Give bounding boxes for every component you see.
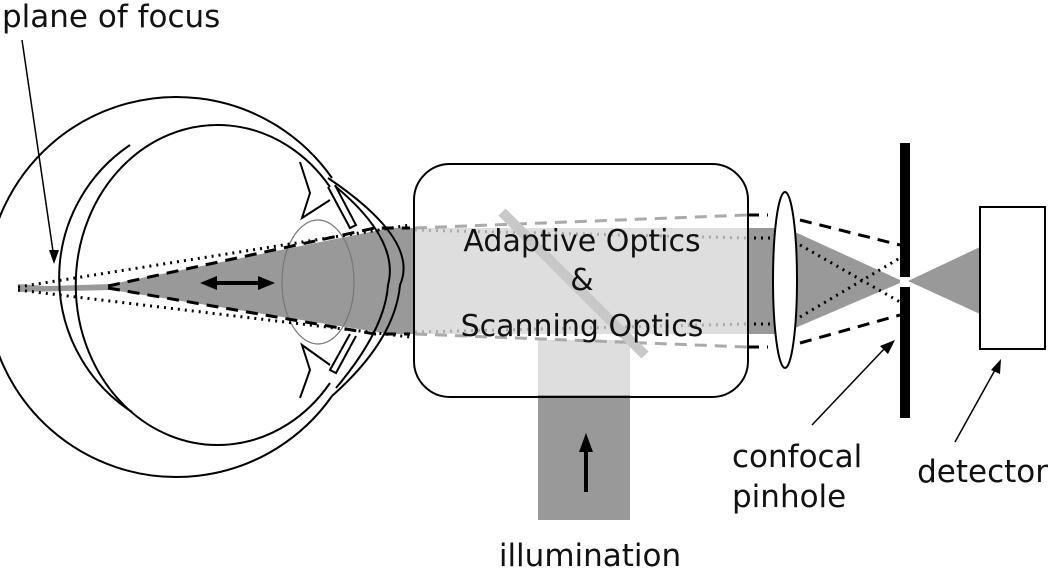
detector-beam <box>908 247 980 314</box>
iris-bottom <box>299 342 331 399</box>
eye-sclera <box>0 96 333 478</box>
detector-label: detector <box>917 454 1048 490</box>
illumination-arrow-icon <box>579 433 593 492</box>
beam-splitter <box>498 208 649 359</box>
dashed-ray-bottom <box>107 286 410 336</box>
dashed-ray-top <box>107 226 410 288</box>
ciliary-bottom <box>328 333 357 375</box>
pinhole-plate-bottom <box>900 287 910 418</box>
ciliary-top <box>327 184 358 230</box>
focus-double-arrow-icon <box>200 276 275 290</box>
pinhole-plate-top <box>900 143 910 277</box>
confocal-pinhole-arrowhead <box>880 340 895 354</box>
ao-label-line2: & <box>570 263 593 298</box>
ao-beam-light <box>415 228 747 334</box>
ao-rays <box>414 213 748 349</box>
plane-of-focus-arrowhead <box>49 250 59 264</box>
illumination-beam-light <box>538 340 630 395</box>
plane-of-focus-pointer <box>21 39 55 259</box>
focusing-lens <box>772 191 798 369</box>
iris-top <box>299 161 331 221</box>
confocal-pinhole-pointer <box>811 347 886 426</box>
cornea-inner <box>334 185 391 389</box>
eye-beam-tip <box>18 284 60 290</box>
ao-label-line1: Adaptive Optics <box>463 224 700 259</box>
lens-rays <box>747 213 901 349</box>
detector-arrowhead <box>991 359 1001 374</box>
crystalline-lens <box>281 219 355 345</box>
confocal-label-line1: confocal <box>732 439 862 475</box>
eye <box>0 96 405 478</box>
eye-retina <box>58 144 133 413</box>
converging-beam <box>795 232 900 328</box>
ao-label-line3: Scanning Optics <box>461 309 704 344</box>
eye-vitreous <box>74 124 331 446</box>
ao-box <box>413 163 749 398</box>
cornea-outer <box>327 177 405 397</box>
plane-of-focus-label: plane of focus <box>2 0 220 35</box>
eye-rays <box>17 223 411 339</box>
detector-pointer <box>954 369 996 443</box>
illumination-label: illumination <box>499 538 681 574</box>
confocal-label-line2: pinhole <box>732 479 846 515</box>
detector-box <box>979 206 1046 350</box>
